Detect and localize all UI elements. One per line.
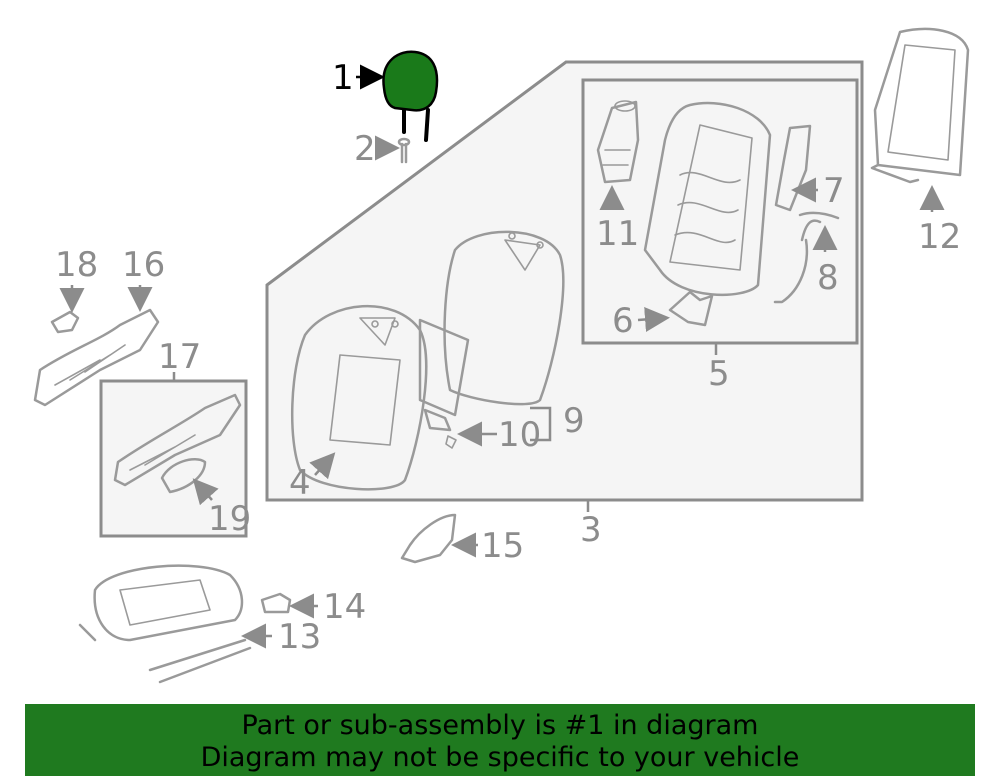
callout-4: 4 [289, 463, 311, 503]
seat-cushion-part-13 [78, 564, 252, 684]
callout-18: 18 [55, 245, 98, 285]
callout-15: 15 [481, 526, 524, 566]
callout-5: 5 [708, 354, 730, 394]
wire-harness-part-8 [773, 211, 840, 304]
leader-6 [637, 307, 670, 332]
callout-11: 11 [596, 214, 639, 254]
guide-part-2 [397, 137, 411, 164]
callout-2: 2 [354, 129, 376, 169]
clip-part-18 [50, 310, 80, 334]
knob-part-19 [160, 458, 207, 494]
callout-14: 14 [323, 587, 366, 627]
info-banner: Part or sub-assembly is #1 in diagram Di… [25, 704, 975, 776]
callout-13: 13 [278, 617, 321, 657]
callout-17: 17 [158, 337, 201, 377]
callout-10: 10 [498, 415, 541, 455]
callout-16: 16 [122, 245, 165, 285]
parts-diagram: 1 2 3 4 5 6 7 8 9 10 11 12 13 14 15 16 1… [33, 27, 970, 684]
callout-9: 9 [563, 401, 585, 441]
bracket-part-6 [668, 290, 714, 327]
rear-panel-part-12 [870, 27, 970, 184]
bracket-9 [530, 406, 552, 442]
cover-part-15 [400, 513, 457, 564]
callout-6: 6 [612, 301, 634, 341]
cover-part-7 [774, 124, 812, 212]
callout-7: 7 [823, 171, 845, 211]
callout-19: 19 [208, 499, 251, 539]
callout-8: 8 [817, 258, 839, 298]
seat-back-frame [643, 101, 772, 296]
callout-12: 12 [918, 217, 961, 257]
clip-part-10 [423, 408, 457, 449]
motor-part-11 [596, 100, 640, 184]
banner-line-1: Part or sub-assembly is #1 in diagram [241, 710, 759, 741]
side-shield-part-17 [113, 393, 242, 487]
bracket-part-14 [260, 592, 292, 614]
seat-back-pad-part-9 [418, 230, 565, 417]
side-trim-part-16 [33, 308, 160, 407]
seat-back-cover-part-4 [290, 304, 428, 491]
headrest-part-1[interactable] [382, 50, 439, 142]
leader-19 [192, 478, 219, 506]
callout-1: 1 [332, 58, 354, 98]
leader-4 [309, 452, 336, 480]
banner-line-2: Diagram may not be specific to your vehi… [200, 742, 800, 773]
callout-3: 3 [580, 510, 602, 550]
